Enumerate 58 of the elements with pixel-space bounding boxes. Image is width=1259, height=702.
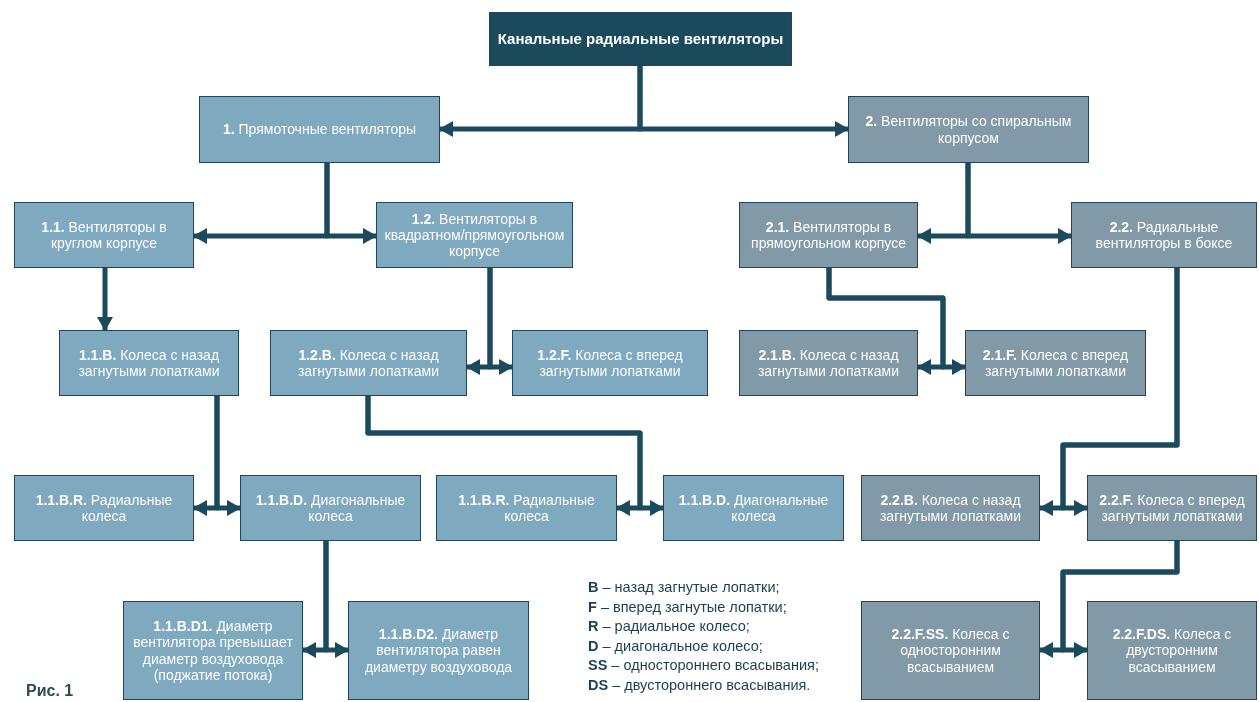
category-box [14,202,194,268]
category-box [1087,475,1257,541]
box-text: 2.2.B. Колеса с назад загнутыми лопатками [878,491,1023,525]
arrow [637,66,849,137]
box-text: 2.2. Радиальные вентиляторы в боксе [1094,218,1234,252]
box-text: 1.1.B.R. Радиальные колеса [457,491,596,525]
category-box [376,202,573,268]
category-box [739,330,918,396]
box-text: 2. Вентиляторы со спиральным корпусом [864,113,1073,146]
category-box [240,475,421,541]
box-text: Канальные радиальные вентиляторы [497,30,784,48]
figure-label: Рис. 1 [26,682,74,700]
arrow [323,541,349,658]
box-text: 1.1.B. Колеса с назад загнутыми лопатками [77,346,221,380]
abbreviation-note: DS – двустороннего всасывания. [588,675,812,695]
box-text: 1.2. Вентиляторы в квадратном/прямоугольном корпусе [383,210,566,260]
category-box [348,601,529,700]
arrow [324,163,377,244]
category-box [270,330,467,396]
abbreviation-note: R – радиальное колесо; [588,617,751,636]
arrow [214,396,241,516]
arrow [965,163,1072,244]
category-box [848,96,1089,163]
category-box [1087,601,1257,700]
category-box [59,330,239,396]
box-text: 1.1.B.D. Диагональные колеса [254,491,407,525]
box-text: 2.2.F. Колеса с вперед загнутыми лопатками [1098,491,1246,525]
category-box [14,475,194,541]
abbreviation-note: F – вперед загнутые лопатки; [588,597,788,617]
category-box [861,601,1040,700]
arrow [487,268,513,375]
box-text: 1.2.F. Колеса с вперед загнутыми лопатками [536,346,684,380]
category-box [739,202,918,268]
arrow [97,268,113,331]
category-box [1071,202,1257,268]
category-box [512,330,708,396]
box-text: 1. Прямоточные вентиляторы [222,121,417,138]
abbreviation-note: D – диагональное колесо; [588,636,764,656]
box-text: 1.1.B.D1. Диаметр вентилятора превышает диаметр воздуховода (поджатие потока) [132,618,294,683]
box-text: 2.2.F.DS. Колеса с двусторонним всасыванием [1111,626,1233,675]
box-text: 2.1.F. Колеса с вперед загнутыми лопатками [981,346,1130,380]
category-box [436,475,617,541]
box-text: 1.2.B. Колеса с назад загнутыми лопатками [296,346,441,380]
category-box [965,330,1146,396]
box-text: 2.1.B. Колеса с назад загнутыми лопатками [756,346,901,380]
box-text: 1.1.B.D2. Диаметр вентилятора равен диаметру воздуховода [363,626,514,675]
abbreviation-note: B – назад загнутые лопатки; [588,578,781,597]
box-text: 2.2.F.SS. Колеса с односторонним всасыванием [890,626,1011,675]
abbreviation-note: SS – одностороннего всасывания; [588,656,819,675]
category-box [123,601,303,700]
category-box [199,96,440,163]
category-box [663,475,844,541]
box-text: 1.1. Вентиляторы в круглом корпусе [40,218,168,252]
box-text: 1.1.B.D. Диагональные колеса [677,491,830,525]
box-text: 2.1. Вентиляторы в прямоугольном корпусе [750,218,907,252]
title-box [489,12,792,66]
category-box [861,475,1040,541]
box-text: 1.1.B.R. Радиальные колеса [34,491,174,525]
